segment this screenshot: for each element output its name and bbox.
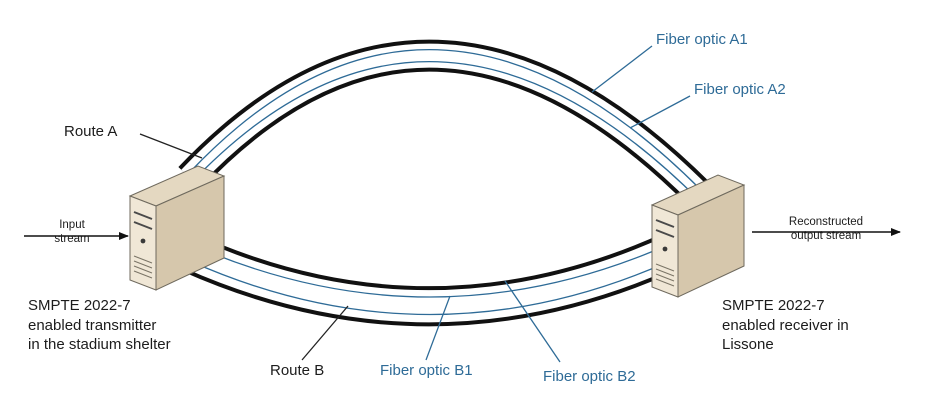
route-a-cable (178, 39, 712, 207)
leader-lines (139, 45, 691, 363)
transmitter-line-3: in the stadium shelter (28, 336, 171, 353)
route-b-cable (181, 233, 679, 327)
input-stream-line-1: Input (59, 219, 85, 231)
fiber-optic-b2-label: Fiber optic B2 (543, 368, 636, 385)
fiber-optic-b1-label: Fiber optic B1 (380, 362, 473, 379)
receiver-description: SMPTE 2022-7 enabled receiver in Lissone (722, 296, 902, 355)
output-stream-line-2: output stream (790, 230, 862, 243)
leader-fiber-a2 (629, 95, 691, 129)
fiber-optic-a2-label: Fiber optic A2 (694, 81, 786, 98)
leader-route-b (301, 305, 349, 361)
fiber-b2-line (189, 260, 671, 316)
leader-route-a (139, 133, 203, 159)
transmitter-description: SMPTE 2022-7 enabled transmitter in the … (28, 296, 228, 355)
receiver-server-icon (650, 174, 746, 298)
transmitter-line-2: enabled transmitter (28, 316, 157, 334)
output-stream-line-1: Reconstructed (788, 216, 864, 228)
leader-fiber-b2 (504, 280, 561, 363)
receiver-line-2: enabled receiver in (722, 316, 849, 334)
leader-fiber-b1 (425, 295, 451, 361)
route-a-label: Route A (64, 123, 118, 140)
fiber-a2-line (189, 61, 701, 202)
receiver-line-3: Lissone (722, 336, 774, 353)
route-b-label: Route B (270, 362, 325, 379)
transmitter-server-icon (128, 165, 226, 291)
input-stream-label: Input stream (40, 218, 104, 247)
input-stream-line-2: stream (54, 233, 90, 246)
receiver-line-1: SMPTE 2022-7 (722, 297, 825, 314)
fiber-optic-a1-label: Fiber optic A1 (656, 31, 748, 48)
output-stream-label: Reconstructed output stream (774, 215, 878, 244)
leader-fiber-a1 (591, 45, 653, 93)
transmitter-line-1: SMPTE 2022-7 (28, 297, 131, 314)
fiber-a1-line (189, 49, 701, 190)
fiber-b1-line (189, 243, 671, 298)
